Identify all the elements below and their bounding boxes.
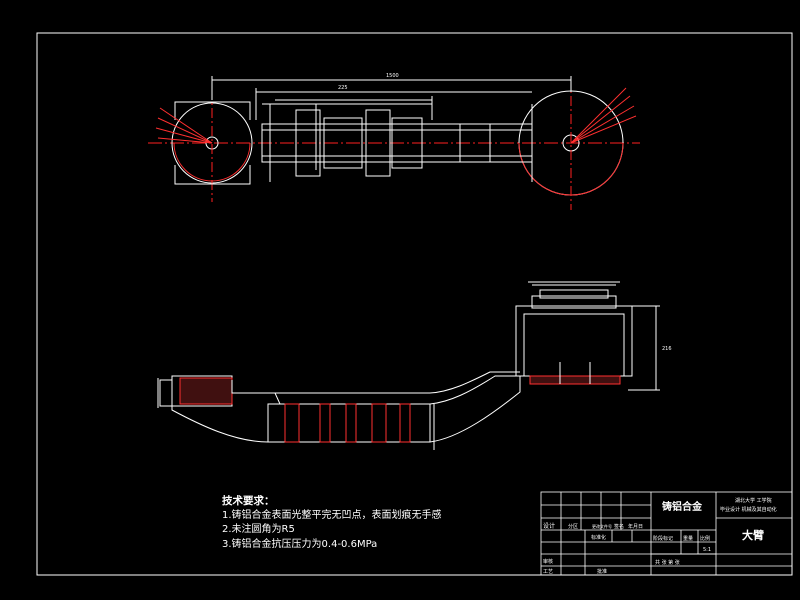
school-line1: 湖北大学 工学院 xyxy=(735,497,772,504)
tech-item-1: 1.铸铝合金表面光整平完无凹点，表面划痕无手感 xyxy=(222,509,442,521)
arm-outline xyxy=(171,375,521,443)
section-view xyxy=(157,281,660,450)
school-line2: 毕业设计 机械及其自动化 xyxy=(720,506,777,513)
tb-design: 设计 xyxy=(543,522,555,530)
tb-stage: 阶段标记 xyxy=(653,535,673,542)
tb-approve: 批准 xyxy=(597,568,607,575)
tb-check: 审核 xyxy=(543,558,553,565)
tb-weight: 重量 xyxy=(683,535,693,542)
title-block xyxy=(540,491,793,576)
right-boss-section xyxy=(515,305,633,377)
tb-sheets: 共 张 第 张 xyxy=(655,559,680,566)
tech-heading: 技术要求： xyxy=(222,495,275,507)
tb-standard: 标准化 xyxy=(591,534,606,541)
tech-item-2: 2.未注圆角为R5 xyxy=(222,524,295,535)
tb-ratio: 比例 xyxy=(700,535,710,542)
hatch-left xyxy=(179,377,233,405)
technical-requirements: 技术要求： 1.铸铝合金表面光整平完无凹点，表面划痕无手感 2.未注圆角为R5 … xyxy=(222,494,442,552)
part-name: 大臂 xyxy=(742,528,764,542)
dim-height-label: 216 xyxy=(662,346,672,352)
material-label: 铸铝合金 xyxy=(662,500,703,513)
tb-process: 工艺 xyxy=(543,569,553,575)
tb-scale: 5:1 xyxy=(703,547,711,553)
sheet-border xyxy=(36,32,793,576)
tb-zone: 分区 xyxy=(568,523,578,530)
dim-inner-label: 225 xyxy=(338,85,348,91)
dim-overall-label: 1500 xyxy=(386,73,399,79)
tb-date: 年月日 xyxy=(628,523,643,530)
top-view xyxy=(148,76,640,210)
tb-sign: 签名 xyxy=(614,523,624,530)
tech-item-3: 3.铸铝合金抗压压力为0.4-0.6MPa xyxy=(222,538,378,550)
tb-docno: 更改文件号 xyxy=(592,523,612,529)
